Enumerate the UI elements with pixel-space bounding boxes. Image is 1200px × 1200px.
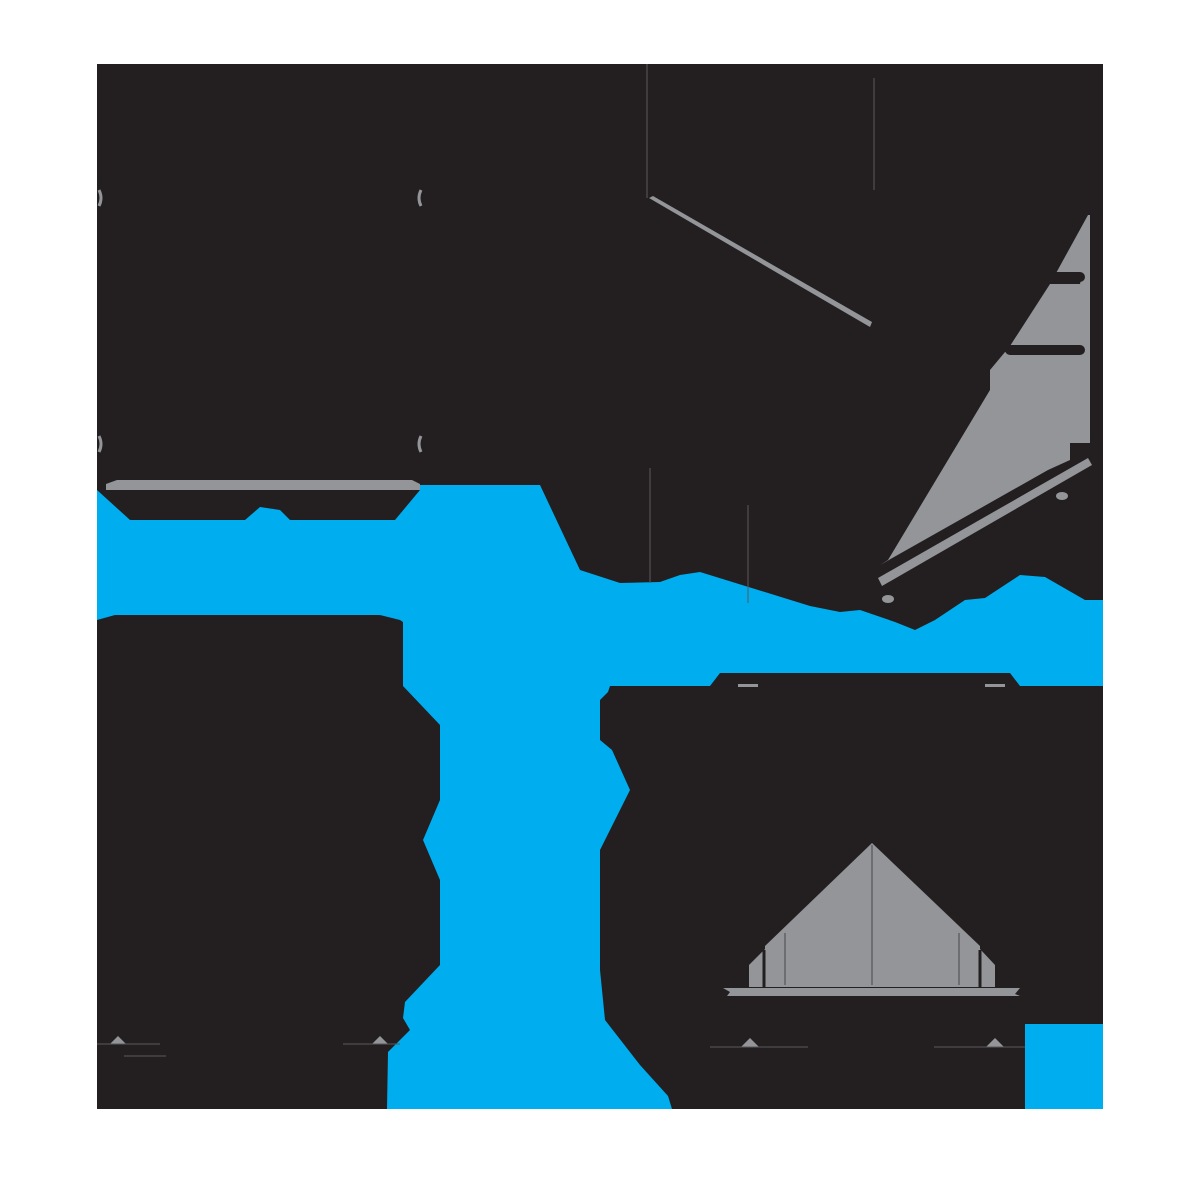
isometric-view — [540, 64, 1103, 630]
top-view-foot-right — [986, 1038, 1004, 1047]
top-view-top-bar-right — [985, 684, 1005, 687]
front-view-base-plate — [106, 480, 420, 490]
front-view-notch-left-top — [97, 189, 103, 207]
side-view-body — [97, 615, 440, 1109]
isometric-top-edge-strip — [649, 196, 872, 327]
top-view-foot-left — [741, 1038, 759, 1047]
side-view-foot-right — [372, 1036, 388, 1044]
side-view — [97, 615, 440, 1109]
top-view-base-plate — [723, 988, 1020, 996]
isometric-bottom-rail — [878, 458, 1092, 586]
front-view-notch-left-bottom — [97, 435, 103, 453]
isometric-foot-front — [882, 595, 894, 603]
front-view-body — [97, 64, 540, 520]
isometric-slot-lower — [1005, 345, 1085, 355]
isometric-side-panel — [880, 215, 1090, 565]
top-view — [600, 673, 1103, 1109]
front-view-notch-right-bottom — [417, 435, 423, 453]
isometric-foot — [1056, 492, 1068, 500]
side-view-foot-left — [110, 1036, 126, 1044]
top-view-top-bar-left — [738, 684, 758, 687]
front-view — [97, 64, 540, 520]
isometric-slot-upper — [1050, 272, 1085, 282]
front-view-notch-right-top — [417, 189, 423, 207]
